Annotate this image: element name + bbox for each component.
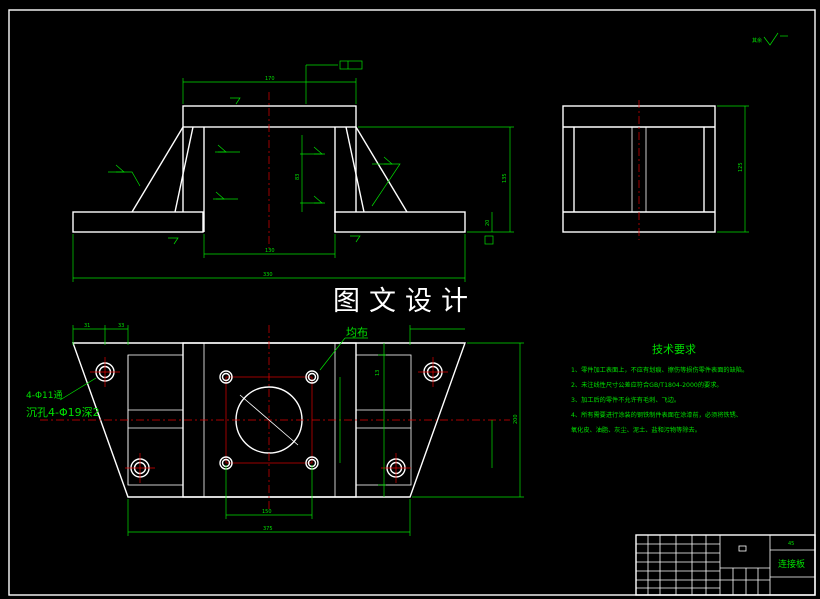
hole-callout-line1: 4-Φ11通 [26,390,63,401]
dim-side-height: 125 [738,162,744,172]
side-view: 125 [562,100,749,240]
dim-left-tick: 13 [375,370,381,376]
hole-callout-line2: 沉孔4-Φ19深2 [26,406,100,419]
title-block: 45 连接板 [635,534,816,596]
roughness-mark: 其余 [752,32,788,46]
dim-height: 135 [502,173,508,183]
distribution-note: 均布 [346,326,368,339]
part-name: 连接板 [778,558,805,570]
plan-view: 31 33 150 375 200 13 4-Φ11通 沉孔4-Φ19深2 均布 [26,323,524,536]
dim-sub-height: 83 [295,174,301,180]
dim-hole-span: 150 [262,509,272,515]
material-label: 45 [788,541,794,547]
drawing-frame [8,9,816,596]
tech-item-3: 3、加工后的零件不允许有毛刺、飞边。 [571,396,680,404]
front-view: 170 130 330 135 20 83 [72,60,514,282]
tech-item-2: 2、未注线性尺寸公差应符合GB/T1804-2000的要求。 [571,381,723,389]
dim-offset-33: 33 [118,323,124,329]
tech-requirements: 技术要求 1、零件加工表面上，不应有划痕、擦伤等损伤零件表面的缺陷。 2、未注线… [571,343,748,434]
tech-title: 技术要求 [652,343,696,356]
dim-plate: 20 [485,220,491,226]
tech-item-4: 4、所有需要进行涂装的钢铁制件表面在涂漆前，必须将铁锈、 氧化皮、油脂、灰尘、泥… [571,411,744,434]
dim-top-width: 170 [265,76,275,82]
tech-item-1: 1、零件加工表面上，不应有划痕、擦伤等损伤零件表面的缺陷。 [571,366,748,374]
dim-base-width: 330 [263,272,273,278]
dim-bottom-right: 200 [513,414,519,424]
dim-inner-width: 130 [265,248,275,254]
dim-overall-bottom: 375 [263,526,273,532]
watermark-text: 图文设计 [333,286,477,317]
roughness-label: 其余 [752,37,762,44]
dim-offset-31: 31 [84,323,90,329]
